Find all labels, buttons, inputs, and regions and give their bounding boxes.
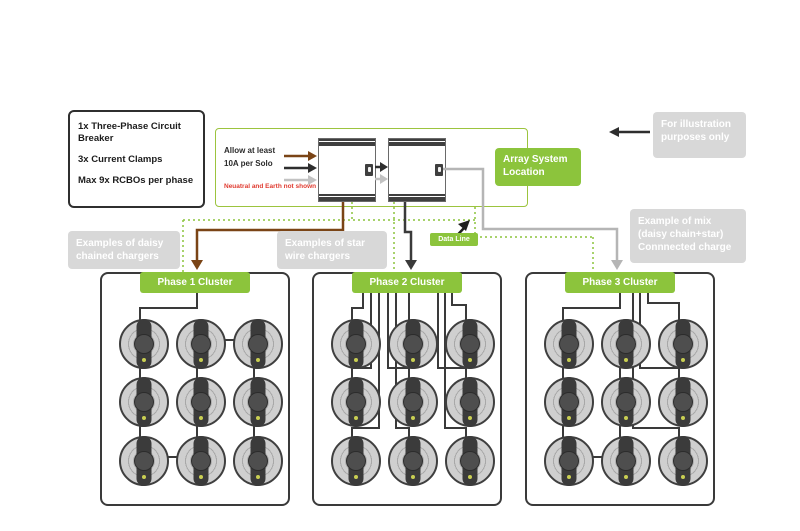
charger-icon (658, 436, 708, 486)
illustration-note: For illustration purposes only (653, 112, 746, 158)
charger-icon (658, 319, 708, 369)
charger-icon (601, 436, 651, 486)
charger-icon (233, 319, 283, 369)
charger-icon (388, 436, 438, 486)
din-rail (319, 194, 375, 201)
breaker-unit-1 (318, 138, 376, 202)
din-rail (389, 139, 445, 146)
phase-3-cluster-label: Phase 3 Cluster (565, 272, 675, 293)
charger-icon (119, 377, 169, 427)
requirement-item: 1x Three-Phase Circuit Breaker (78, 121, 181, 144)
legend-line-1: Allow at least (224, 146, 276, 155)
charger-icon (658, 377, 708, 427)
din-rail (389, 194, 445, 201)
data-line-label: Data Line (430, 233, 478, 246)
charger-icon (388, 377, 438, 427)
phase-2-cluster-box (312, 272, 502, 506)
charger-icon (331, 377, 381, 427)
charger-icon (445, 436, 495, 486)
data-line-wires (182, 202, 594, 272)
phase-3-cluster-box (525, 272, 715, 506)
requirement-item: 3x Current Clamps (78, 153, 163, 165)
charger-icon (176, 319, 226, 369)
charger-icon (445, 319, 495, 369)
charger-icon (119, 319, 169, 369)
charger-icon (119, 436, 169, 486)
phase2-feed-wire (403, 202, 417, 270)
phase-2-cluster-label: Phase 2 Cluster (352, 272, 462, 293)
charger-led (142, 358, 146, 362)
charger-icon (544, 377, 594, 427)
array-system-location-label: Array System Location (495, 148, 581, 186)
charger-icon (388, 319, 438, 369)
charger-icon (544, 436, 594, 486)
comms-port-icon (435, 164, 443, 176)
charger-socket (134, 334, 154, 354)
requirements-box: 1x Three-Phase Circuit Breaker 3x Curren… (68, 110, 205, 208)
charger-icon (601, 319, 651, 369)
charger-icon (544, 319, 594, 369)
daisy-chain-note: Examples of daisy chained chargers (68, 231, 180, 269)
breaker-unit-2 (388, 138, 446, 202)
charger-icon (601, 377, 651, 427)
charger-icon (233, 377, 283, 427)
comms-port-icon (365, 164, 373, 176)
phase-1-cluster-box (100, 272, 290, 506)
charger-icon (233, 436, 283, 486)
phase-1-cluster-label: Phase 1 Cluster (140, 272, 250, 293)
star-wire-note: Examples of star wire chargers (277, 231, 387, 269)
illustration-arrow (609, 127, 650, 137)
charger-icon (331, 319, 381, 369)
charger-icon (176, 377, 226, 427)
din-rail (319, 139, 375, 146)
requirement-item: Max 9x RCBOs per phase (78, 174, 194, 186)
mixed-wiring-note: Example of mix (daisy chain+star) Connne… (630, 209, 746, 263)
legend-line-2: 10A per Solo (224, 159, 273, 168)
charger-icon (176, 436, 226, 486)
charger-icon (331, 436, 381, 486)
neutral-earth-note: Neuatral and Earth not shown (224, 183, 317, 190)
charger-icon (445, 377, 495, 427)
